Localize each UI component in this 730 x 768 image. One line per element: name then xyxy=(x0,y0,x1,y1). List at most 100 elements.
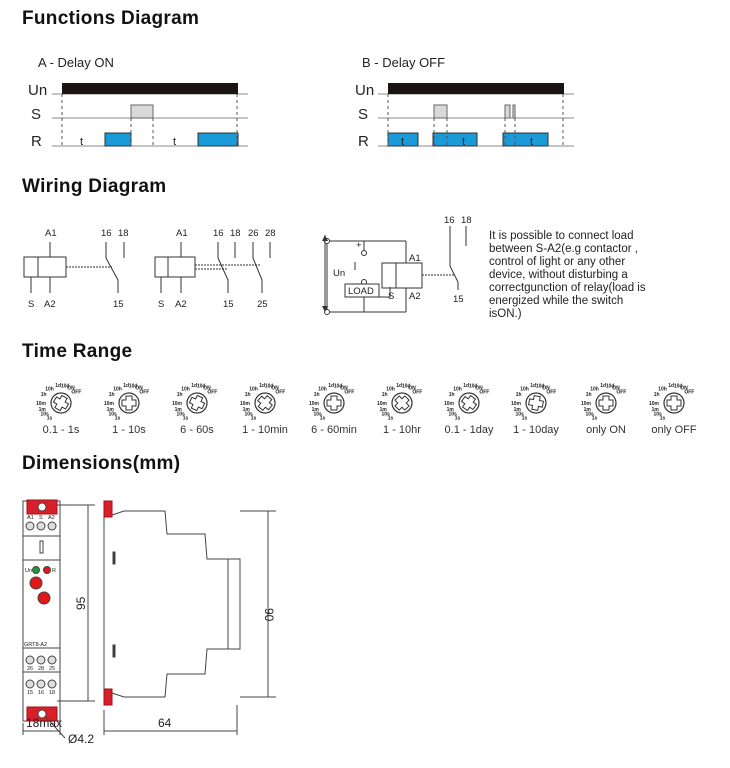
dial-range-label: 1 - 10day xyxy=(513,424,559,436)
dial-scale-label: 10h xyxy=(181,386,190,392)
dial-scale-label: ON xyxy=(612,385,620,391)
dial-scale-label: 10d xyxy=(402,383,411,389)
dial-scale-label: 1d xyxy=(55,383,61,389)
dial-scale-label: 10m xyxy=(172,401,183,407)
dial-cross-knob xyxy=(121,395,137,411)
dial-scale-label: ON xyxy=(475,385,483,391)
dimension-labels: 95 90 64 18max Ø4.2 xyxy=(26,596,276,746)
time-range-title: Time Range xyxy=(22,341,133,362)
terminal-18: 18 xyxy=(118,228,129,239)
s-pulse xyxy=(504,104,511,119)
dial-scale-label: 1h xyxy=(314,392,320,398)
hole-diameter-label: Ø4.2 xyxy=(68,732,94,746)
dial-scale-label: 10m xyxy=(377,401,388,407)
dial-scale-label: 10s xyxy=(448,411,457,417)
dial-range-label: only OFF xyxy=(651,424,697,436)
load-box-label: LOAD xyxy=(348,286,374,297)
delay-off-title: B - Delay OFF xyxy=(362,55,445,70)
wiring-note: It is possible to connect load between S… xyxy=(489,230,646,320)
terminal-s: S xyxy=(158,299,164,310)
r-pulse xyxy=(502,132,549,147)
dial-scale-label: 1h xyxy=(516,392,522,398)
dial-scale-label: 10s xyxy=(585,411,594,417)
dial-range-label: 0.1 - 1s xyxy=(42,424,80,436)
delay-t-label: t xyxy=(80,136,83,148)
wiring-diagram-title: Wiring Diagram xyxy=(22,176,167,197)
terminal-26: 26 xyxy=(248,228,259,239)
front-label-a2: A2 xyxy=(48,515,55,521)
dial-scale-label: 1d xyxy=(191,383,197,389)
delay-t-label: t xyxy=(462,136,465,148)
dial-scale-label: 10m xyxy=(240,401,251,407)
terminal-a2: A2 xyxy=(44,299,56,310)
front-label-r: R xyxy=(52,568,56,574)
dial-range-label: 6 - 60min xyxy=(311,424,357,436)
dial-scale-label: OFF xyxy=(344,389,354,395)
dial-scale-label: ON xyxy=(680,385,688,391)
dial-scale-label: 1s xyxy=(47,416,53,422)
dial-scale-label: 10d xyxy=(469,383,478,389)
front-label-18: 18 xyxy=(49,690,55,696)
front-label-un: Un xyxy=(25,568,32,574)
dial-cross-knob xyxy=(528,395,544,411)
terminal-a2: A2 xyxy=(175,299,187,310)
front-label-25: 25 xyxy=(49,666,55,672)
dial-scale-label: 1d xyxy=(463,383,469,389)
led-red xyxy=(43,566,51,574)
dial-scale-label: 10m xyxy=(649,401,660,407)
supply-label-un: Un xyxy=(333,268,345,279)
dial-scale-label: 10s xyxy=(244,411,253,417)
dial-scale-label: ON xyxy=(271,385,279,391)
dial-scale-label: 1d xyxy=(600,383,606,389)
r-pulse xyxy=(387,132,419,147)
terminal-a2: A2 xyxy=(409,291,421,302)
front-label-16: 16 xyxy=(38,690,44,696)
dial-scale-label: 1d xyxy=(328,383,334,389)
terminal-28: 28 xyxy=(265,228,276,239)
dial-cross-knob xyxy=(598,395,614,411)
terminal-16: 16 xyxy=(101,228,112,239)
dial-scale-label: 10h xyxy=(386,386,395,392)
dial-scale-label: OFF xyxy=(479,389,489,395)
terminal-s: S xyxy=(388,291,394,302)
r-pulse xyxy=(104,132,132,147)
time-knob[interactable] xyxy=(37,591,51,605)
dial-scale-label: 1m xyxy=(243,407,251,413)
dial-scale-label: 1s xyxy=(388,416,394,422)
dial-scale-label: 10s xyxy=(108,411,117,417)
delay-t-label: t xyxy=(173,136,176,148)
dial-scale-label: 10m xyxy=(581,401,592,407)
dial-cross-knob xyxy=(188,394,206,412)
wiring-double-contact xyxy=(154,242,271,293)
dial-scale-label: 1d xyxy=(668,383,674,389)
dial-scale-label: 10h xyxy=(45,386,54,392)
dial-range-label: 0.1 - 1day xyxy=(444,424,494,436)
terminal-a1: A1 xyxy=(45,228,57,239)
terminal-15: 15 xyxy=(113,299,124,310)
dial-scale-label: 10s xyxy=(176,411,185,417)
terminal-25: 25 xyxy=(257,299,268,310)
dial-scale-label: 1m xyxy=(39,407,47,413)
dial-scale-label: 10d xyxy=(61,383,70,389)
dial-scale-label: 1s xyxy=(522,416,528,422)
range-knob[interactable] xyxy=(29,576,43,590)
dial-scale-label: 1s xyxy=(251,416,257,422)
dial-scale-label: 1m xyxy=(312,407,320,413)
dial-scale-label: 10m xyxy=(511,401,522,407)
delay-t-label: t xyxy=(530,136,533,148)
dial-scale-label: 10h xyxy=(658,386,667,392)
dial-scale-label: 10h xyxy=(590,386,599,392)
dial-scale-label: 10h xyxy=(113,386,122,392)
un-signal xyxy=(388,83,564,94)
s-pulse xyxy=(130,104,154,119)
